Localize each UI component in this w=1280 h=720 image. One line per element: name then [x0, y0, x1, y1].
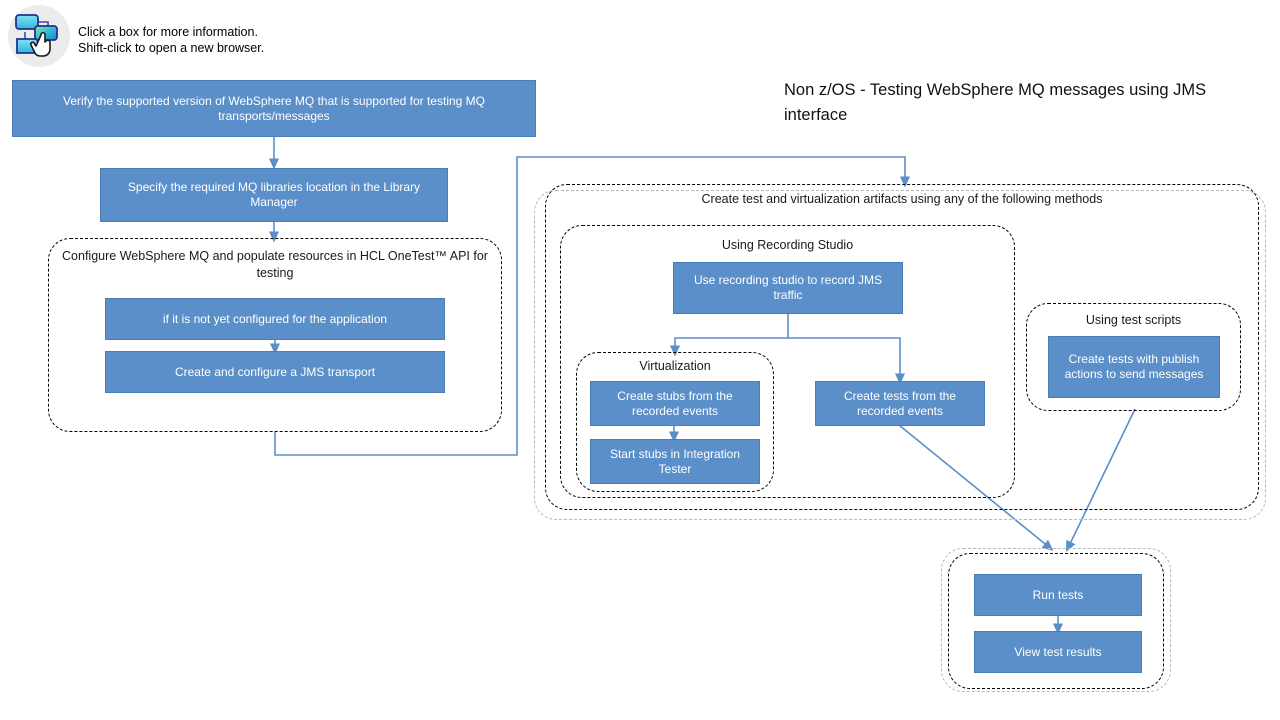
box-specify-libraries-label: Specify the required MQ libraries locati…	[127, 180, 421, 209]
box-specify-libraries[interactable]: Specify the required MQ libraries locati…	[100, 168, 448, 222]
diagram-title: Non z/OS - Testing WebSphere MQ messages…	[784, 81, 1207, 124]
group-create-artifacts-outer	[534, 190, 1266, 520]
box-create-jms-transport-label: Create and configure a JMS transport	[174, 364, 376, 379]
box-create-jms-transport[interactable]: Create and configure a JMS transport	[105, 351, 445, 393]
group-configure-mq	[48, 238, 502, 432]
flowchart-cursor-icon	[8, 5, 70, 67]
group-run-and-view-outer	[941, 548, 1171, 692]
group-virtualization	[576, 352, 774, 492]
group-using-recording-studio-label: Using Recording Studio	[721, 238, 854, 252]
hint-text: Click a box for more information. Shift-…	[78, 24, 264, 56]
group-create-artifacts-label: Create test and virtualization artifacts…	[701, 192, 1103, 206]
box-use-recording-studio[interactable]: Use recording studio to record JMS traff…	[673, 262, 903, 314]
box-verify-version-label: Verify the supported version of WebSpher…	[63, 93, 485, 123]
hint-line-1: Click a box for more information.	[78, 25, 258, 39]
group-create-artifacts	[545, 184, 1259, 510]
box-start-stubs[interactable]: Start stubs in Integration Tester	[590, 439, 760, 484]
box-create-tests-publish-label: Create tests with publish actions to sen…	[1064, 352, 1204, 381]
box-create-stubs[interactable]: Create stubs from the recorded events	[590, 381, 760, 426]
box-run-tests-label: Run tests	[1032, 587, 1084, 602]
group-run-and-view	[948, 553, 1164, 689]
box-create-stubs-label: Create stubs from the recorded events	[617, 388, 733, 418]
box-run-tests[interactable]: Run tests	[974, 574, 1142, 616]
box-create-tests-publish[interactable]: Create tests with publish actions to sen…	[1048, 336, 1220, 398]
box-use-recording-studio-label: Use recording studio to record JMS traff…	[693, 273, 883, 302]
box-start-stubs-label: Start stubs in Integration Tester	[609, 446, 741, 476]
group-using-recording-studio	[560, 225, 1015, 498]
box-view-test-results[interactable]: View test results	[974, 631, 1142, 673]
box-create-tests-recorded[interactable]: Create tests from the recorded events	[815, 381, 985, 426]
box-not-configured[interactable]: if it is not yet configured for the appl…	[105, 298, 445, 340]
hint-line-2: Shift-click to open a new browser.	[78, 41, 265, 55]
group-using-test-scripts-label: Using test scripts	[1085, 313, 1182, 327]
box-verify-version[interactable]: Verify the supported version of WebSpher…	[12, 80, 536, 137]
group-configure-mq-label: Configure WebSphere MQ and populate reso…	[62, 249, 488, 280]
hint-bar: Click a box for more information. Shift-…	[0, 0, 1280, 72]
group-virtualization-label: Virtualization	[639, 359, 711, 373]
box-create-tests-recorded-label: Create tests from the recorded events	[843, 388, 957, 418]
group-using-test-scripts	[1026, 303, 1241, 411]
box-view-test-results-label: View test results	[1014, 644, 1102, 659]
box-not-configured-label: if it is not yet configured for the appl…	[162, 311, 388, 326]
